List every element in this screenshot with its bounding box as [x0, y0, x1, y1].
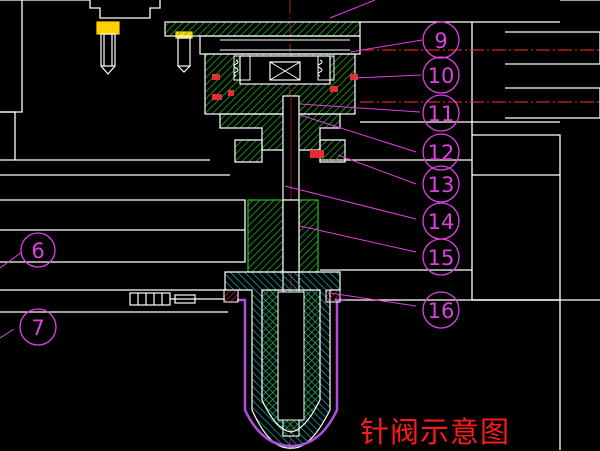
- screw-small: [175, 31, 193, 73]
- piston-assembly: [204, 53, 358, 115]
- svg-text:13: 13: [428, 173, 455, 197]
- svg-text:6: 6: [31, 239, 44, 263]
- callout-13: 13: [422, 165, 460, 203]
- leader-lines: [0, 0, 423, 339]
- callout-14: 14: [422, 202, 460, 240]
- top-plate: [164, 21, 361, 55]
- callout-7: 7: [19, 308, 57, 346]
- svg-text:7: 7: [31, 316, 44, 340]
- callout-9: 9: [422, 21, 460, 59]
- callout-15: 15: [422, 238, 460, 276]
- callout-11: 11: [422, 94, 460, 132]
- svg-text:9: 9: [434, 29, 447, 53]
- svg-text:16: 16: [428, 299, 455, 323]
- nozzle-body: [223, 271, 345, 449]
- svg-text:11: 11: [428, 102, 455, 126]
- svg-text:15: 15: [428, 246, 455, 270]
- guide-bush: [247, 199, 319, 273]
- callout-16: 16: [422, 291, 460, 329]
- screw-left: [96, 21, 120, 75]
- svg-text:14: 14: [428, 210, 455, 234]
- diagram-caption: 针阀示意图: [360, 415, 511, 449]
- callout-12: 12: [422, 133, 460, 171]
- svg-text:12: 12: [428, 141, 455, 165]
- heater-lead: [129, 292, 225, 306]
- housing: [219, 113, 346, 163]
- callout-10: 10: [422, 56, 460, 94]
- callout-6: 6: [20, 232, 56, 268]
- svg-text:10: 10: [428, 64, 455, 88]
